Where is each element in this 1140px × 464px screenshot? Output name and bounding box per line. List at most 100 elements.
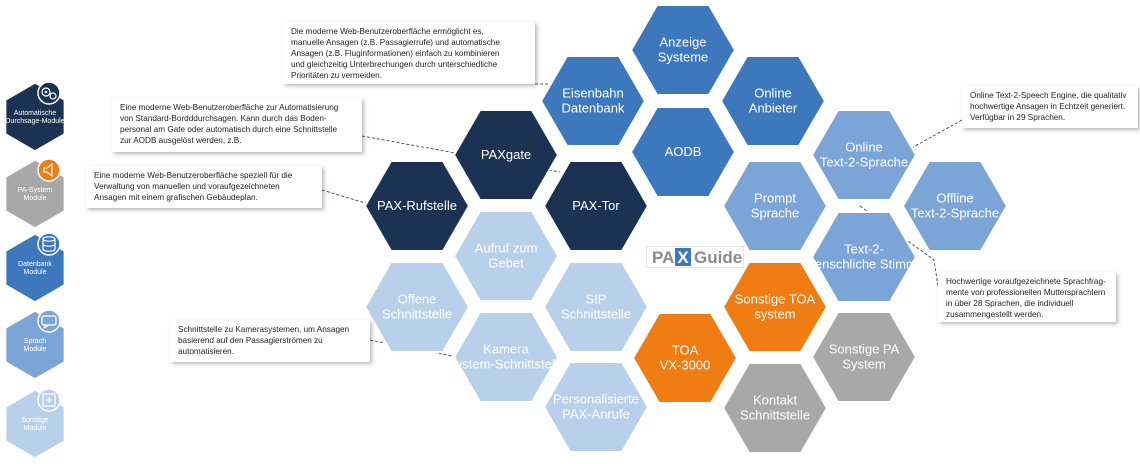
hex-label: System-Schnittstelle: [447, 357, 565, 372]
note-line: Die moderne Web-Benutzeroberfläche ermög…: [291, 27, 484, 36]
hex-label: VX-3000: [660, 358, 711, 373]
note-line: basierend auf den Passagierströmen zu: [178, 336, 323, 345]
hex-aodb[interactable]: AODB: [629, 106, 737, 198]
hex-label: Offene: [398, 292, 437, 307]
hex-label: Kamera: [483, 342, 529, 357]
paxguide-logo: PA X Guide: [645, 245, 745, 269]
note-automatisierung: Eine moderne Web-Benutzeroberfläche zur …: [112, 98, 362, 152]
hex-paxgate[interactable]: PAXgate: [452, 109, 560, 201]
hex-label: Schnittstelle: [561, 307, 631, 322]
hex-label: Online: [845, 140, 883, 155]
logo-text-x: X: [677, 248, 689, 267]
hex-label: Systeme: [658, 50, 709, 65]
hex-label: Anzeige: [660, 35, 707, 50]
sidebar-item-label: Module: [24, 195, 47, 202]
note-line: von Standard-Bordddurchsagen. Kann durch…: [120, 114, 327, 123]
database-icon: [37, 232, 61, 256]
note-web-ui: Die moderne Web-Benutzeroberfläche ermög…: [283, 22, 535, 84]
note-line: Verwaltung von manuellen und voraufgezei…: [94, 182, 280, 191]
hex-label: Prompt: [754, 191, 796, 206]
sidebar-item-label: Automatische: [14, 110, 57, 117]
hex-label: System: [842, 357, 885, 372]
note-tts-engine: Online Text-2-Speech Engine, die qualita…: [962, 86, 1138, 128]
hex-label: Datenbank: [562, 101, 625, 116]
hex-label: PAX-Anrufe: [562, 407, 630, 422]
hex-label: TOA: [672, 343, 699, 358]
logo-text-pa: PA: [652, 248, 674, 267]
hex-label: Kontakt: [753, 393, 797, 408]
hex-label: Sprache: [751, 206, 799, 221]
hex-label: Gebet: [488, 256, 524, 271]
note-line: Online Text-2-Speech Engine, die qualita…: [970, 91, 1127, 100]
note-line: zusammengestellt werden.: [946, 310, 1044, 319]
hex-label: Text-2-: [844, 242, 884, 257]
hex-label: SIP: [586, 292, 607, 307]
logo-text-guide: Guide: [694, 248, 742, 267]
note-line: in über 28 Sprachen, die individuell: [946, 299, 1074, 308]
hex-label: Schnittstelle: [740, 408, 810, 423]
note-line: Prioritäten zu vermeiden.: [291, 71, 383, 80]
note-line: zur AODB ausgelöst werden, z.B.: [120, 136, 242, 145]
hex-label: PAXgate: [481, 147, 531, 162]
sidebar-item-label: Module: [24, 425, 47, 432]
note-line: Verfügbar in 29 Sprachen.: [970, 113, 1066, 122]
hex-label: Online: [754, 86, 792, 101]
hex-text-menschlich[interactable]: Text-2-Menschliche Stimme: [804, 211, 924, 303]
sidebar-item-label: Sprach: [24, 338, 46, 345]
sidebar-item-label: Module: [24, 269, 47, 276]
note-line: hochwertige Ansagen in Echtzeit generier…: [970, 102, 1126, 111]
hex-label: Text-2-Sprache: [911, 206, 999, 221]
hex-label: Menschliche Stimme: [804, 257, 924, 272]
hex-label: Offline: [936, 191, 973, 206]
note-line: personal am Gate oder automatisch durch …: [120, 125, 338, 134]
hex-label: Sonstige PA: [829, 342, 900, 357]
note-line: mente von professionellen Muttersprachle…: [946, 288, 1106, 297]
note-line: Ansagen (z.B. Fluginformationen) einfach…: [291, 49, 500, 58]
connector-line: [907, 119, 963, 151]
plus-window-icon: [37, 388, 61, 412]
note-line: Ansagen mit einem grafischen Gebäudeplan…: [94, 193, 258, 202]
hex-pax-rufstelle[interactable]: PAX-Rufstelle: [363, 160, 471, 252]
sidebar-item-label: Datenbank: [18, 261, 52, 268]
gears-icon: [37, 81, 61, 105]
sidebar: AutomatischeDurchsage-ModulePA-SystemMod…: [4, 81, 66, 459]
speaker-icon: [37, 158, 61, 182]
hex-label: Aufruf zum: [475, 241, 538, 256]
hex-label: Eisenbahn: [562, 86, 623, 101]
hex-pax-tor[interactable]: PAX-Tor: [542, 160, 650, 252]
hex-label: Anbieter: [749, 101, 798, 116]
hex-label: AODB: [665, 144, 702, 159]
sidebar-item-label: Module: [24, 346, 47, 353]
hex-label: Schnittstelle: [382, 307, 452, 322]
hex-label: Text-2-Sprache: [820, 155, 908, 170]
note-gebaeudeplan: Eine moderne Web-Benutzeroberfläche spez…: [86, 166, 322, 208]
sidebar-item-label: Durchsage-Module: [5, 118, 64, 125]
hex-label: system: [754, 307, 795, 322]
hex-label: PAX-Rufstelle: [377, 198, 457, 213]
sidebar-item-label: Sonstige: [21, 417, 48, 424]
note-line: Schnittstelle zu Kamerasystemen, um Ansa…: [178, 325, 350, 334]
note-line: manuelle Ansagen (z.B. Passagierrufe) un…: [291, 38, 500, 47]
hex-label: PAX-Tor: [572, 198, 620, 213]
